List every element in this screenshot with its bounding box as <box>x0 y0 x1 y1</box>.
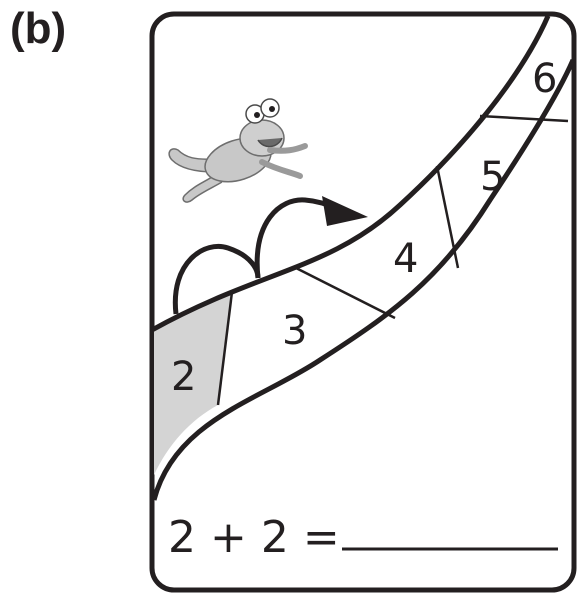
divider-2-3 <box>216 291 234 406</box>
path-upper-edge <box>150 14 551 333</box>
cell-2-highlight <box>154 292 232 475</box>
divider-4-5 <box>435 165 460 269</box>
cell-number: 5 <box>480 154 505 200</box>
equation-text: 2 + 2 = <box>168 512 340 563</box>
cell-number: 6 <box>532 56 557 102</box>
cell-number: 2 <box>171 354 196 400</box>
hop-arrow-icon <box>172 196 368 315</box>
divider-3-4 <box>295 266 396 320</box>
cell-number: 3 <box>282 308 307 354</box>
part-label: (b) <box>10 4 67 53</box>
frog-icon <box>168 98 308 203</box>
cell-number: 4 <box>393 236 418 282</box>
divider-5-6 <box>479 114 569 123</box>
path-lower-edge <box>151 59 576 501</box>
